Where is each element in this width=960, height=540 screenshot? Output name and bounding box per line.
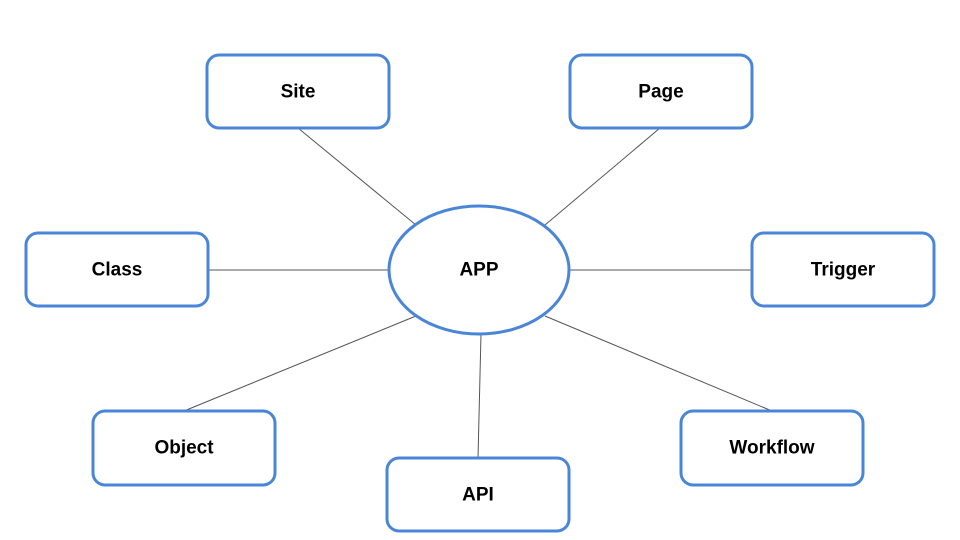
connector-workflow (544, 315, 773, 412)
node-trigger-box (750, 231, 936, 308)
node-class[interactable]: Class (24, 231, 210, 308)
node-site-box (205, 53, 391, 130)
center-ellipse (387, 204, 571, 336)
connector-site (297, 127, 417, 226)
center-node[interactable]: APP (387, 204, 571, 336)
node-api[interactable]: API (385, 456, 571, 533)
node-page-label: Page (638, 82, 683, 103)
node-site[interactable]: Site (205, 53, 391, 130)
node-page-box (568, 53, 754, 130)
node-workflow-label: Workflow (729, 438, 814, 459)
node-site-label: Site (281, 82, 316, 103)
connector-api (477, 333, 482, 459)
node-api-label: API (462, 485, 494, 506)
node-trigger[interactable]: Trigger (750, 231, 936, 308)
node-page[interactable]: Page (568, 53, 754, 130)
node-workflow-box (679, 409, 865, 487)
connector-object (183, 315, 417, 412)
node-object-box (91, 409, 277, 487)
node-workflow[interactable]: Workflow (679, 409, 865, 487)
node-object[interactable]: Object (91, 409, 277, 487)
node-trigger-label: Trigger (811, 260, 876, 281)
node-class-box (24, 231, 210, 308)
node-object-label: Object (154, 438, 214, 459)
connectors (183, 127, 773, 459)
node-class-label: Class (92, 260, 143, 281)
node-api-box (385, 456, 571, 533)
connector-page (544, 127, 661, 226)
center-label: APP (459, 260, 498, 281)
